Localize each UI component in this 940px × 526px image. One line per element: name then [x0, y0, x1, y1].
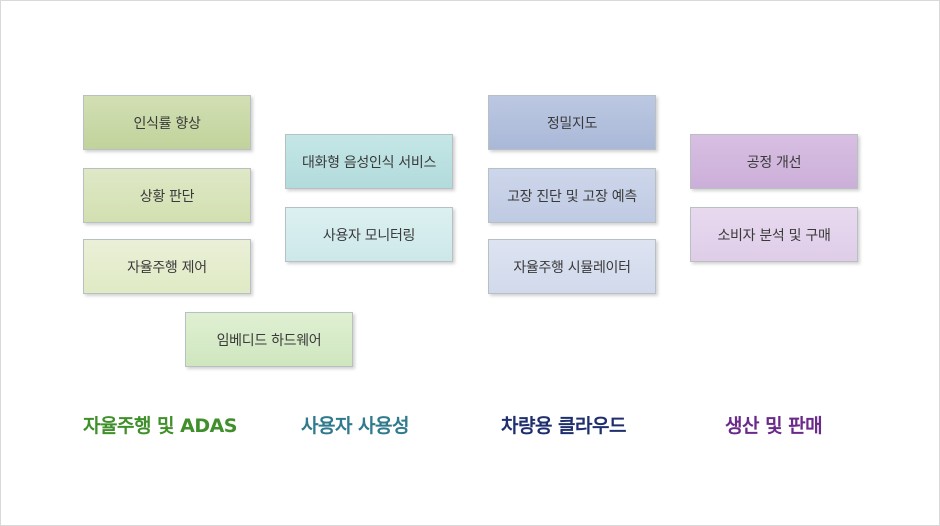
- box-consumer-analysis-purchase: 소비자 분석 및 구매: [690, 207, 858, 262]
- box-embedded-hardware: 임베디드 하드웨어: [185, 312, 353, 367]
- box-process-improvement: 공정 개선: [690, 134, 858, 189]
- box-autonomous-simulator: 자율주행 시뮬레이터: [488, 239, 656, 294]
- box-situation-judgment: 상황 판단: [83, 168, 251, 223]
- box-voice-recognition-service: 대화형 음성인식 서비스: [285, 134, 453, 189]
- category-production-sales: 생산 및 판매: [725, 415, 823, 437]
- category-autonomous-adas: 자율주행 및 ADAS: [83, 415, 238, 437]
- box-recognition-rate: 인식률 향상: [83, 95, 251, 150]
- category-user-usability: 사용자 사용성: [301, 415, 410, 437]
- box-user-monitoring: 사용자 모니터링: [285, 207, 453, 262]
- box-autonomous-control: 자율주행 제어: [83, 239, 251, 294]
- box-precision-map: 정밀지도: [488, 95, 656, 150]
- category-vehicle-cloud: 차량용 클라우드: [501, 415, 626, 437]
- box-fault-diagnosis-prediction: 고장 진단 및 고장 예측: [488, 168, 656, 223]
